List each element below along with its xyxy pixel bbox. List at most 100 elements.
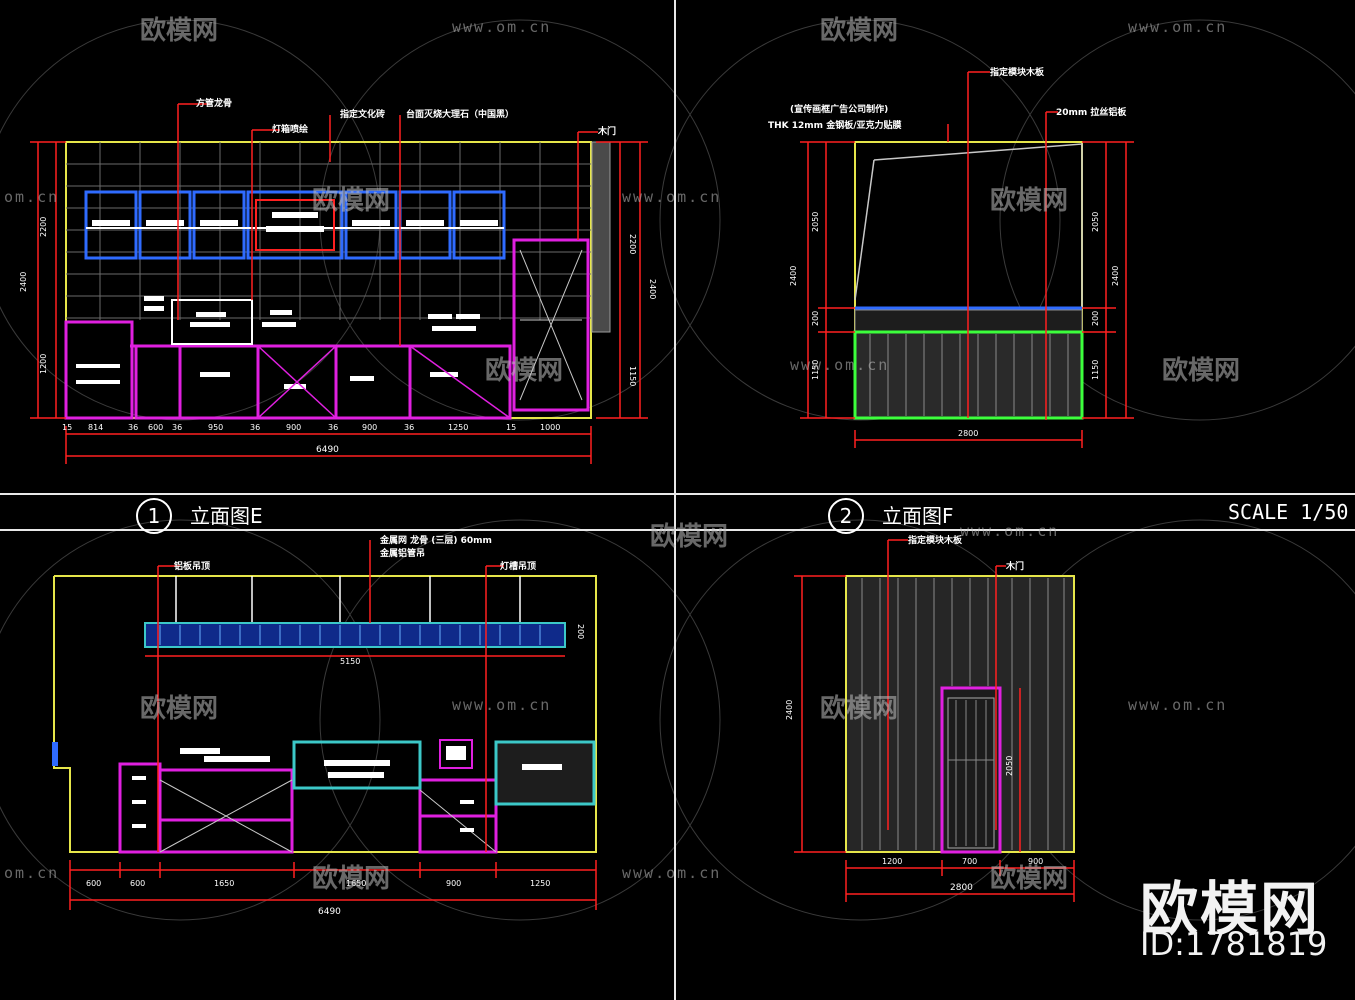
dim-e-6: 36 bbox=[250, 423, 260, 432]
dim-e-11: 1250 bbox=[448, 423, 468, 432]
callout-leaders-g bbox=[157, 540, 504, 852]
dim-h-2: 900 bbox=[1028, 857, 1043, 866]
dim-f-right-0: 2050 bbox=[1091, 212, 1100, 232]
callout-f-1: (宣传画框广告公司制作) bbox=[790, 103, 888, 115]
dim-h-door: 2050 bbox=[1005, 756, 1014, 776]
dim-e-total: 6490 bbox=[316, 445, 339, 455]
watermark-url: www.om.cn bbox=[622, 188, 722, 206]
dim-e-13: 1000 bbox=[540, 423, 560, 432]
door-h bbox=[940, 686, 1002, 854]
watermark-url-partial: om.cn bbox=[4, 864, 60, 882]
dim-e-4: 36 bbox=[172, 423, 182, 432]
watermark-logo: 欧模网 bbox=[140, 16, 219, 46]
callout-f-2: THK 12mm 金钢板/亚克力贴膜 bbox=[768, 119, 902, 131]
dim-h-height: 2400 bbox=[785, 700, 794, 720]
callout-e-3: 台面灭烧大理石（中国黑） bbox=[406, 108, 514, 120]
dim-g-2: 1650 bbox=[214, 879, 234, 888]
scale-label: SCALE 1/50 bbox=[1228, 500, 1349, 524]
elevation-f: 2400 2050 200 1150 2050 2400 200 1150 28… bbox=[768, 66, 1134, 448]
view-title-e-text: 立面图E bbox=[190, 504, 263, 528]
dim-g-1: 600 bbox=[130, 879, 145, 888]
wood-hatch-f bbox=[869, 334, 1069, 416]
dim-g-4: 900 bbox=[446, 879, 461, 888]
dim-g-band: 5150 bbox=[340, 657, 360, 666]
dim-f-right-3: 1150 bbox=[1091, 360, 1100, 380]
watermark-url: www.om.cn bbox=[452, 696, 552, 714]
counter-g bbox=[118, 762, 498, 854]
callout-f-3: 20mm 拉丝铝板 bbox=[1056, 106, 1127, 118]
dim-g-0: 600 bbox=[86, 879, 101, 888]
callout-g-3: 灯槽吊顶 bbox=[500, 560, 536, 572]
watermark-url: www.om.cn bbox=[1128, 696, 1228, 714]
dim-e-8: 36 bbox=[328, 423, 338, 432]
elevation-e: 15 814 36 600 36 950 36 900 36 900 36 12… bbox=[19, 97, 657, 464]
dim-g-band-height: 200 bbox=[576, 624, 585, 639]
callout-e-0: 方管龙骨 bbox=[196, 97, 232, 109]
dim-e-left-2: 1200 bbox=[39, 354, 48, 374]
watermark-url: www.om.cn bbox=[790, 356, 890, 374]
dim-e-10: 36 bbox=[404, 423, 414, 432]
dim-f-left-3: 1150 bbox=[811, 360, 820, 380]
callout-g-2: 金属铝管吊 bbox=[379, 547, 425, 559]
view-title-f-text: 立面图F bbox=[882, 504, 954, 528]
dim-f-right-1: 2400 bbox=[1111, 266, 1120, 286]
dim-f-width: 2800 bbox=[958, 429, 978, 438]
dim-e-right-2: 1150 bbox=[628, 366, 637, 386]
watermark-url: www.om.cn bbox=[1128, 18, 1228, 36]
view-title-e: 1 立面图E bbox=[136, 498, 263, 534]
dimension-lines-g bbox=[69, 860, 597, 910]
elevation-g: 5150 200 bbox=[52, 534, 597, 917]
wall-outline-g bbox=[53, 575, 597, 853]
callout-leaders-h bbox=[887, 539, 1006, 830]
dim-f-right-2: 200 bbox=[1091, 311, 1100, 326]
callout-e-2: 指定文化砖 bbox=[340, 108, 385, 120]
watermark-logo: 欧模网 bbox=[820, 694, 899, 724]
watermark-id: ID:1781819 bbox=[1140, 925, 1328, 963]
callout-g-1: 金属网 龙骨 (三层) 60mm bbox=[379, 534, 492, 546]
watermark-logo: 欧模网 bbox=[1162, 356, 1241, 386]
watermark-logo: 欧模网 bbox=[312, 864, 391, 894]
callout-e-1: 灯箱喷绘 bbox=[272, 123, 308, 135]
dim-g-3: 1650 bbox=[346, 879, 366, 888]
dim-f-left-0: 2400 bbox=[789, 266, 798, 286]
wood-hatch-h bbox=[861, 578, 1065, 850]
callout-h-0: 指定模块木板 bbox=[908, 534, 963, 546]
callout-f-0: 指定模块木板 bbox=[990, 66, 1045, 78]
callout-leaders-f bbox=[947, 71, 1058, 420]
dim-e-7: 900 bbox=[286, 423, 301, 432]
dim-h-1: 700 bbox=[962, 857, 977, 866]
dim-h-total: 2800 bbox=[950, 883, 973, 893]
watermark-logo: 欧模网 bbox=[312, 186, 391, 216]
counter-cabinets bbox=[64, 320, 512, 420]
dim-f-left-2: 200 bbox=[811, 311, 820, 326]
dim-e-left-1: 2200 bbox=[39, 217, 48, 237]
watermark-url: www.om.cn bbox=[622, 864, 722, 882]
elevation-h: 2400 2050 1200 700 900 2800 指定模块木板 木门 bbox=[785, 534, 1075, 902]
door-e bbox=[512, 238, 590, 412]
menu-lightboxes bbox=[84, 190, 506, 260]
dimension-lines-h bbox=[794, 575, 1075, 902]
callout-e-4: 木门 bbox=[597, 125, 616, 137]
dim-e-5: 950 bbox=[208, 423, 223, 432]
dim-e-0: 15 bbox=[62, 423, 72, 432]
callout-h-1: 木门 bbox=[1005, 560, 1024, 572]
watermark-logo: 欧模网 bbox=[485, 356, 564, 386]
watermark-logo: 欧模网 bbox=[990, 864, 1069, 894]
watermark-logo: 欧模网 bbox=[140, 694, 219, 724]
view-number-e: 1 bbox=[136, 498, 172, 534]
watermark-logo: 欧模网 bbox=[650, 522, 729, 552]
watermark-url: www.om.cn bbox=[452, 18, 552, 36]
dim-e-left-0: 2400 bbox=[19, 272, 28, 292]
callout-g-0: 铝板吊顶 bbox=[174, 560, 210, 572]
dim-g-5: 1250 bbox=[530, 879, 550, 888]
dim-f-left-1: 2050 bbox=[811, 212, 820, 232]
dim-e-1: 814 bbox=[88, 423, 103, 432]
dimension-lines-f bbox=[800, 141, 1134, 448]
dimension-lines-e bbox=[30, 141, 648, 464]
dim-e-right-0: 2200 bbox=[628, 234, 637, 254]
watermark-logo: 欧模网 bbox=[990, 186, 1069, 216]
callout-leaders-e bbox=[177, 103, 598, 346]
